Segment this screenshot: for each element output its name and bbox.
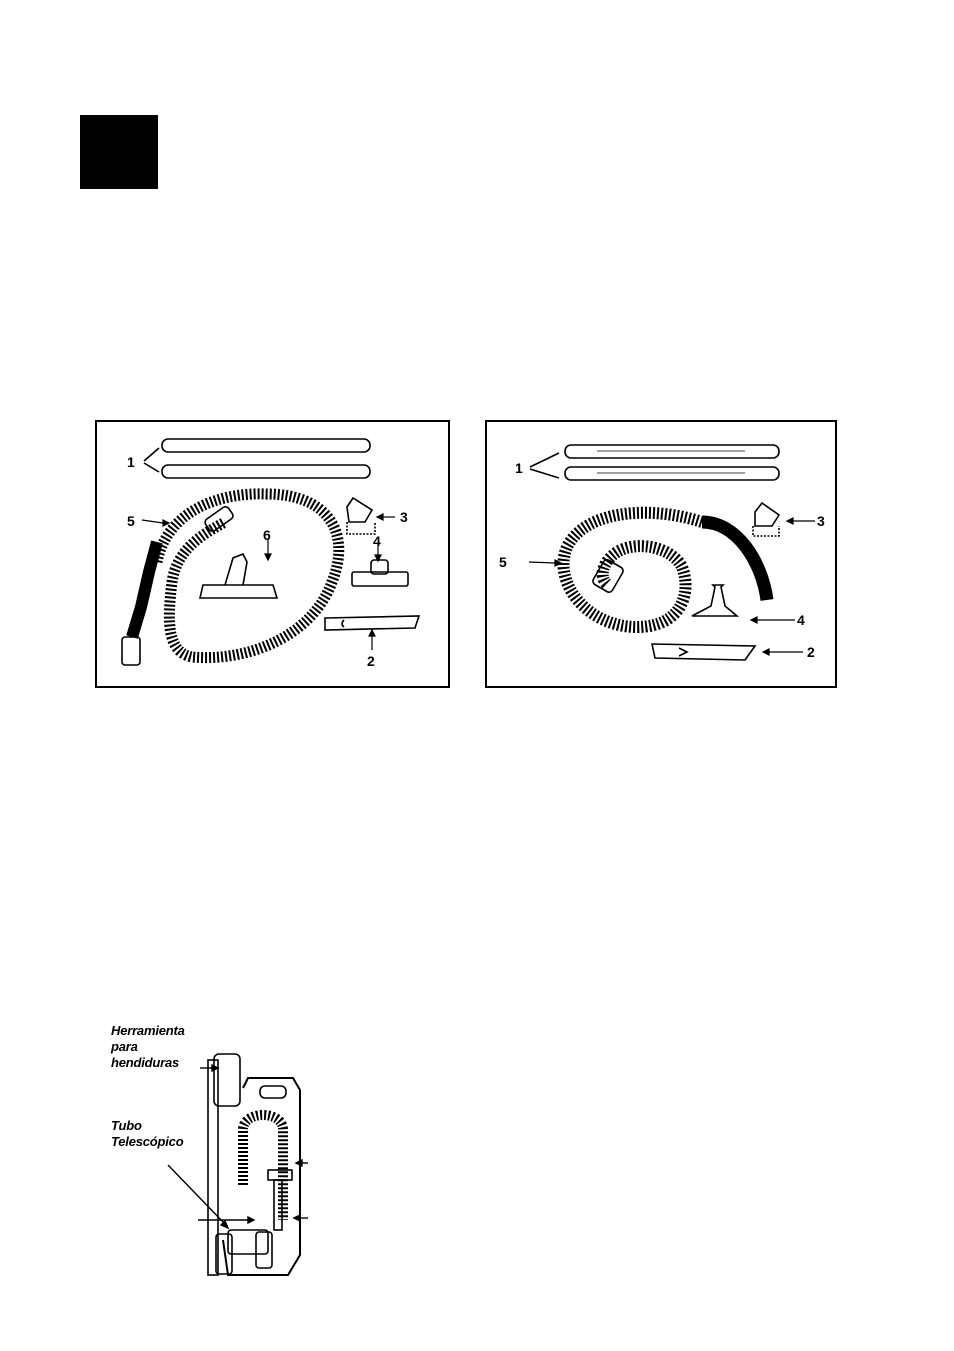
wand-lower [565,467,779,480]
dusting-brush [755,503,779,526]
accessories-diagram-right: 1 3 5 4 2 [485,420,837,688]
handle-body [223,1078,300,1275]
hose-handle [132,542,157,637]
telescopic-tube-label-line-2: Telescópico [111,1135,183,1149]
telescopic-tube-label-line-1: Tubo [111,1119,142,1133]
upholstery-tool [692,585,737,616]
wand-lower [162,465,370,478]
wand-upper [162,439,370,452]
callout-crevice-tool: 2 [807,645,815,659]
callout-upholstery-tool: 4 [373,534,381,548]
wand-upper [565,445,779,458]
callout-hose: 5 [499,555,507,569]
stored-hose [243,1115,283,1220]
crevice-tool-label-line-1: Herramienta [111,1024,185,1038]
hose [563,513,702,627]
crevice-tool [325,616,419,630]
crevice-tool [652,644,755,660]
callout-upholstery-tool: 4 [797,613,805,627]
tool-storage-diagram: Herramienta para hendiduras Tubo Telescó… [108,1020,308,1285]
accessories-diagram-left: 1 5 3 6 4 2 [95,420,450,688]
callout-crevice-tool: 2 [367,654,375,668]
accessories-illustration-left [97,422,448,686]
callout-floor-tool: 6 [263,528,271,542]
hose [157,494,339,658]
callout-wands: 1 [515,461,523,475]
crevice-tool-label-line-3: hendiduras [111,1056,179,1070]
callout-dusting-brush: 3 [400,510,408,524]
hose-swivel [204,505,235,533]
hose-handle-tip [122,637,140,665]
crevice-tool-label-line-2: para [111,1040,138,1054]
callout-wands: 1 [127,455,135,469]
callout-hose: 5 [127,514,135,528]
section-marker-block [80,115,158,189]
accessories-illustration-right [487,422,835,686]
hose-handle [702,522,767,600]
callout-dusting-brush: 3 [817,514,825,528]
dusting-brush [347,498,372,522]
floor-tool [200,585,277,598]
